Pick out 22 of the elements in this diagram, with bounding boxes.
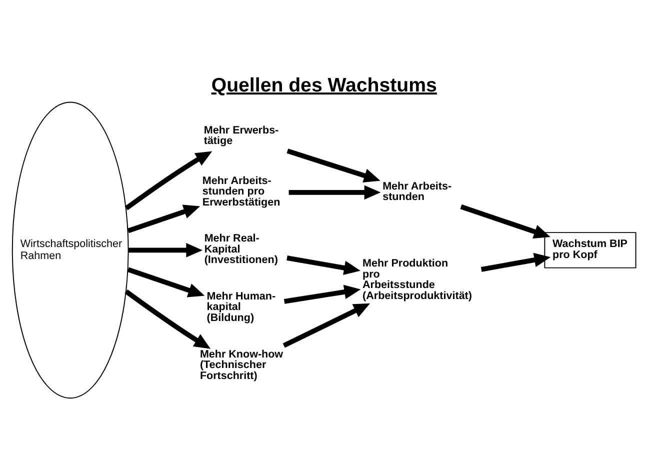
node-text: Mehr Produktion pro Arbeitsstunde (Arbeitsproduktivität) bbox=[362, 258, 472, 302]
node-ellipse: Wirtschaftspolitischer Rahmen bbox=[12, 102, 129, 399]
arrow bbox=[288, 185, 381, 200]
arrow bbox=[284, 284, 361, 304]
arrow bbox=[282, 303, 370, 348]
arrow bbox=[286, 148, 380, 183]
node-text: Mehr Arbeits- stunden bbox=[382, 180, 452, 204]
node-text: Mehr Arbeits- stunden pro Erwerbstätigen bbox=[202, 174, 280, 208]
arrow bbox=[124, 151, 212, 210]
arrow bbox=[124, 289, 211, 349]
node-text: Mehr Know-how (Technischer Fortschritt) bbox=[200, 348, 284, 382]
arrow bbox=[460, 204, 550, 239]
node-text: Mehr Erwerbs- tätige bbox=[204, 124, 279, 148]
arrow bbox=[127, 267, 205, 298]
arrow bbox=[127, 204, 200, 234]
diagram-title: Quellen des Wachstums bbox=[211, 74, 437, 97]
arrow bbox=[286, 256, 360, 275]
arrow bbox=[480, 252, 551, 272]
node-box: Wachstum BIP pro Kopf bbox=[544, 232, 636, 268]
node-text: Mehr Real- Kapital (Investitionen) bbox=[204, 232, 278, 266]
arrow bbox=[128, 243, 203, 258]
node-text: Mehr Human- kapital (Bildung) bbox=[206, 290, 276, 324]
